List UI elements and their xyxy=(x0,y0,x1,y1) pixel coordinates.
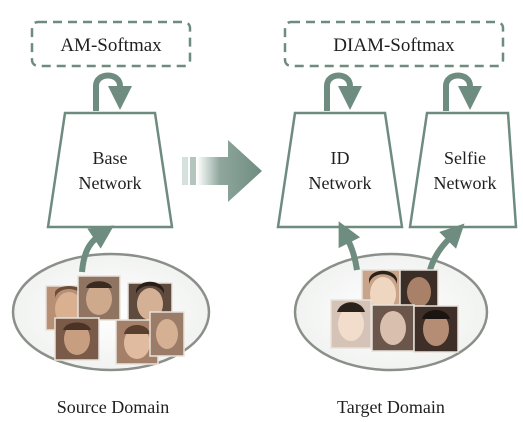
am-softmax-label: AM-Softmax xyxy=(60,35,162,56)
target-face-thumbnails xyxy=(330,269,459,353)
base-network: Base Network xyxy=(46,111,174,229)
diam-softmax-box: DIAM-Softmax xyxy=(283,20,505,68)
source-face-thumbnails xyxy=(45,275,185,365)
id-network-label-line2: Network xyxy=(309,173,372,193)
face-photo-icon xyxy=(413,305,459,353)
base-network-label-line2: Network xyxy=(79,173,142,193)
selfie-network-label-line1: Selfie xyxy=(444,148,486,168)
diam-softmax-label: DIAM-Softmax xyxy=(333,35,455,56)
face-photo-icon xyxy=(399,269,439,313)
source-domain-label: Source Domain xyxy=(57,397,169,417)
am-softmax-box: AM-Softmax xyxy=(30,20,192,68)
selfie-network: Selfie Network xyxy=(408,111,518,229)
upward-arrow-icon xyxy=(338,221,361,271)
face-photo-icon xyxy=(54,317,100,361)
loop-arrow-icon xyxy=(443,72,482,111)
face-photo-icon xyxy=(149,311,185,357)
upward-arrow-icon xyxy=(427,223,465,271)
face-photo-icon xyxy=(330,299,372,349)
base-network-label-line1: Base xyxy=(93,148,128,168)
loop-arrow-icon xyxy=(93,72,132,111)
transfer-arrow-icon xyxy=(182,140,262,202)
id-network-label-line1: ID xyxy=(331,148,350,168)
upward-arrow-icon xyxy=(79,225,114,273)
target-domain-label: Target Domain xyxy=(337,397,445,417)
face-photo-icon xyxy=(77,275,121,321)
selfie-network-label-line2: Network xyxy=(434,173,497,193)
face-photo-icon xyxy=(371,304,415,352)
loop-arrow-icon xyxy=(324,72,362,111)
id-network: ID Network xyxy=(276,111,404,229)
